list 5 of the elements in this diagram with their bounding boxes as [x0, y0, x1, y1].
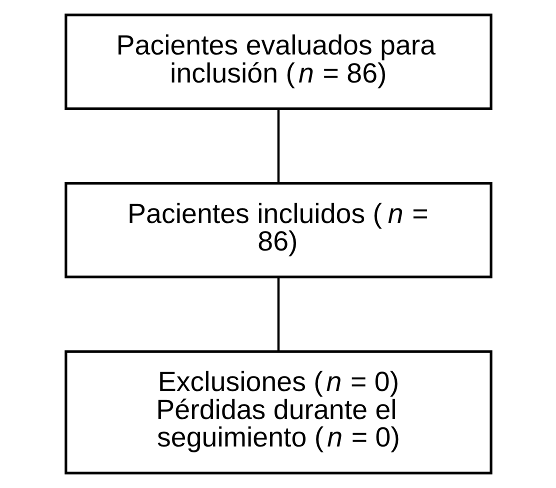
node-box: Exclusiones (n = 0) Pérdidas durante el seguimiento (n = 0) [64, 350, 492, 474]
connector [276, 277, 280, 351]
node-box: Pacientes incluidos (n = 86) [64, 182, 492, 278]
node-box: Pacientes evaluados para inclusión (n = 86) [64, 14, 492, 110]
connector [276, 109, 280, 184]
